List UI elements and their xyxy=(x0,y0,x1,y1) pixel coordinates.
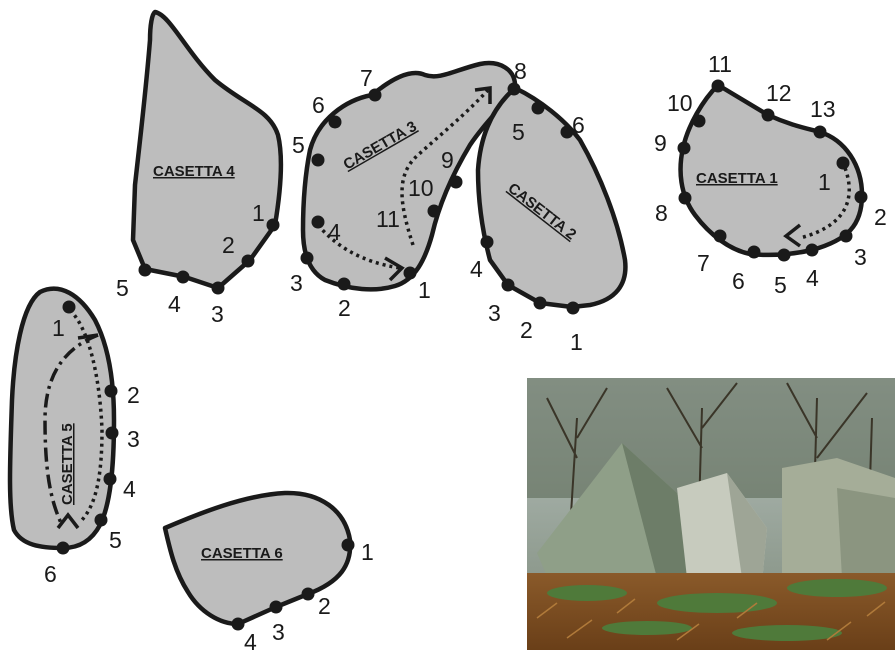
route-number: 7 xyxy=(697,250,710,276)
route-number: 2 xyxy=(222,232,235,258)
route-number: 6 xyxy=(572,112,585,138)
boulder-photo xyxy=(527,378,895,650)
hold-dot xyxy=(242,255,255,268)
hold-dot xyxy=(712,80,725,93)
route-number: 6 xyxy=(312,92,325,118)
route-number: 5 xyxy=(292,132,305,158)
route-number: 3 xyxy=(127,426,140,452)
hold-dot xyxy=(532,102,545,115)
route-number: 5 xyxy=(774,272,787,298)
boulder-label: CASETTA 5 xyxy=(59,423,76,505)
route-number: 8 xyxy=(655,200,668,226)
boulder-label: CASETTA 6 xyxy=(201,545,283,562)
hold-dot xyxy=(748,246,761,259)
hold-dot xyxy=(301,252,314,265)
hold-dot xyxy=(481,236,494,249)
route-number: 1 xyxy=(418,277,431,303)
hold-dot xyxy=(342,539,355,552)
hold-dot xyxy=(806,244,819,257)
hold-dot xyxy=(312,154,325,167)
hold-dot xyxy=(678,142,691,155)
route-number: 1 xyxy=(818,169,831,195)
route-number: 4 xyxy=(328,219,341,245)
hold-dot xyxy=(270,601,283,614)
route-number: 5 xyxy=(512,119,525,145)
route-number: 3 xyxy=(488,300,501,326)
route-number: 3 xyxy=(211,301,224,327)
boulder-casetta-6: CASETTA 6 1 2 3 4 xyxy=(165,493,374,652)
route-number: 4 xyxy=(470,256,483,282)
route-number: 2 xyxy=(127,382,140,408)
hold-dot xyxy=(450,176,463,189)
hold-dot xyxy=(177,271,190,284)
boulder-label: CASETTA 4 xyxy=(153,163,235,180)
route-number: 13 xyxy=(810,96,836,122)
route-number: 3 xyxy=(854,244,867,270)
hold-dot xyxy=(693,115,706,128)
hold-dot xyxy=(329,116,342,129)
hold-dot xyxy=(63,301,76,314)
hold-dot xyxy=(855,191,868,204)
route-number: 6 xyxy=(732,268,745,294)
hold-dot xyxy=(837,157,850,170)
hold-dot xyxy=(95,514,108,527)
route-number: 6 xyxy=(44,561,57,587)
hold-dot xyxy=(338,278,351,291)
hold-dot xyxy=(404,267,417,280)
hold-dot xyxy=(840,230,853,243)
boulder-label: CASETTA 1 xyxy=(696,170,778,187)
route-number: 3 xyxy=(290,270,303,296)
route-number: 5 xyxy=(116,275,129,301)
hold-dot xyxy=(534,297,547,310)
route-number: 1 xyxy=(361,539,374,565)
hold-dot xyxy=(762,109,775,122)
photo-illustration xyxy=(527,378,895,650)
route-number: 8 xyxy=(514,58,527,84)
hold-dot xyxy=(212,282,225,295)
route-number: 5 xyxy=(109,527,122,553)
route-number: 10 xyxy=(667,90,693,116)
hold-dot xyxy=(502,279,515,292)
route-number: 4 xyxy=(806,265,819,291)
route-number: 9 xyxy=(654,130,667,156)
route-number: 11 xyxy=(376,206,400,232)
boulder-casetta-1: CASETTA 1 1 2 3 4 5 6 7 8 9 10 11 12 13 xyxy=(654,51,887,298)
route-number: 1 xyxy=(252,200,265,226)
hold-dot xyxy=(679,192,692,205)
route-number: 11 xyxy=(708,51,732,77)
route-number: 4 xyxy=(244,629,257,652)
hold-dot xyxy=(714,230,727,243)
hold-dot xyxy=(302,588,315,601)
hold-dot xyxy=(139,264,152,277)
route-number: 1 xyxy=(52,315,65,341)
route-number: 2 xyxy=(318,593,331,619)
hold-dot xyxy=(104,473,117,486)
route-number: 2 xyxy=(520,317,533,343)
route-number: 3 xyxy=(272,619,285,645)
hold-dot xyxy=(105,385,118,398)
hold-dot xyxy=(57,542,70,555)
route-number: 12 xyxy=(766,80,792,106)
hold-dot xyxy=(267,219,280,232)
hold-dot xyxy=(232,618,245,631)
route-number: 9 xyxy=(441,147,454,173)
route-number: 10 xyxy=(408,175,434,201)
route-number: 1 xyxy=(570,329,583,355)
route-number: 2 xyxy=(338,295,351,321)
hold-dot xyxy=(508,83,521,96)
hold-dot xyxy=(428,205,441,218)
boulder-casetta-4: CASETTA 4 1 2 3 4 5 xyxy=(116,12,281,327)
hold-dot xyxy=(778,249,791,262)
hold-dot xyxy=(106,427,119,440)
route-number: 4 xyxy=(123,476,136,502)
hold-dot xyxy=(567,302,580,315)
boulder-casetta-5: CASETTA 5 1 2 3 4 5 6 xyxy=(10,289,140,587)
route-number: 2 xyxy=(874,204,887,230)
route-number: 4 xyxy=(168,291,181,317)
hold-dot xyxy=(814,126,827,139)
route-number: 7 xyxy=(360,65,373,91)
